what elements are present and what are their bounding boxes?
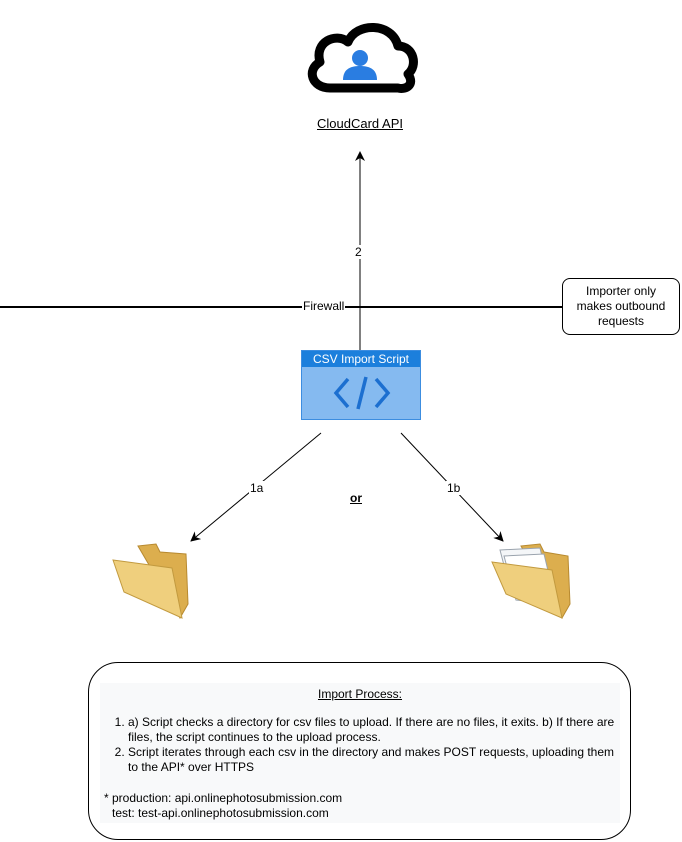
or-label: or [350,491,362,505]
csv-import-script-node: CSV Import Script [301,350,421,420]
arrow-1b-label: 1b [446,481,462,495]
import-process-content: Import Process: a) Script checks a direc… [100,683,620,823]
api-footnote: * production: api.onlinephotosubmission.… [104,791,342,821]
csv-import-script-title: CSV Import Script [302,351,420,367]
footnote-production: * production: api.onlinephotosubmission.… [104,791,343,805]
import-process-steps: a) Script checks a directory for csv fil… [104,715,616,775]
cloud-user-icon [307,23,418,93]
empty-folder-icon [112,543,189,619]
arrow-2-label: 2 [354,245,363,259]
process-step: a) Script checks a directory for csv fil… [128,715,616,745]
import-process-box: Import Process: a) Script checks a direc… [88,662,631,840]
process-step: Script iterates through each csv in the … [128,745,616,775]
outbound-note: Importer only makes outbound requests [562,278,680,335]
import-process-title: Import Process: [317,687,403,701]
full-folder-icon [491,543,571,620]
footnote-test: test: test-api.onlinephotosubmission.com [112,806,329,820]
firewall-label: Firewall [302,299,346,313]
outbound-note-text: Importer only makes outbound requests [576,284,666,328]
arrow-1a-label: 1a [249,481,265,495]
cloudcard-api-label: CloudCard API [317,116,403,131]
code-icon [333,376,391,410]
